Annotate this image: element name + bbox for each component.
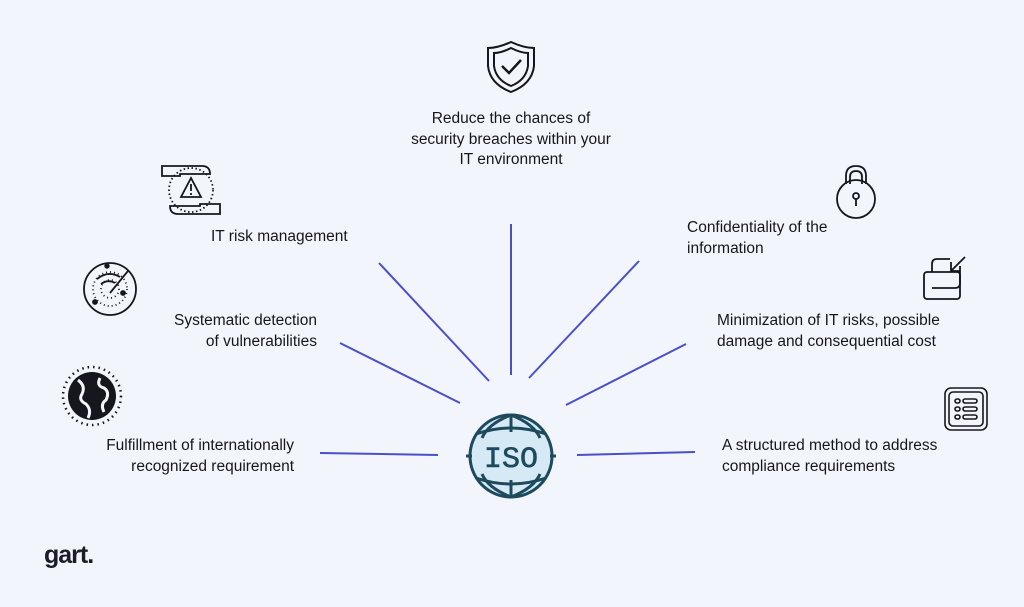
benefit-text: A structured method to address xyxy=(722,437,938,454)
connector-line xyxy=(576,451,696,456)
benefit-international-requirements: Fulfillment of internationally recognize… xyxy=(106,436,294,477)
benefit-text: IT environment xyxy=(459,151,563,168)
shield-check-icon xyxy=(487,40,535,94)
padlock-icon xyxy=(836,165,876,219)
list-panel-icon xyxy=(944,387,988,431)
benefit-text: recognized requirement xyxy=(131,457,294,475)
benefit-text: compliance requirements xyxy=(722,457,896,475)
benefit-vulnerability-detection: Systematic detection of vulnerabilities xyxy=(174,311,317,352)
radar-icon xyxy=(83,262,137,316)
globe-icon xyxy=(61,365,123,427)
benefit-structured-compliance: A structured method to address complianc… xyxy=(722,436,937,477)
benefit-text: Reduce the chances of xyxy=(431,110,591,127)
benefit-text: security breaches within your xyxy=(411,130,611,148)
benefit-text: damage and consequential cost xyxy=(717,332,936,350)
benefit-text: Fulfillment of internationally xyxy=(106,437,294,454)
benefit-confidentiality: Confidentiality of the information xyxy=(687,218,827,259)
benefit-text: Systematic detection xyxy=(173,312,317,329)
connector-line xyxy=(319,452,439,456)
connector-line xyxy=(528,260,640,379)
gart-logo: gart. xyxy=(44,541,94,569)
benefit-text: information xyxy=(687,239,764,257)
windows-arrow-icon xyxy=(923,256,966,300)
hands-warning-icon xyxy=(161,165,221,215)
benefit-text: IT risk management xyxy=(211,228,348,245)
benefit-text: Minimization of IT risks, possible xyxy=(717,312,940,329)
connector-line xyxy=(378,262,490,382)
benefit-text: of vulnerabilities xyxy=(205,332,317,350)
benefit-risk-minimization: Minimization of IT risks, possible damag… xyxy=(717,311,940,352)
connector-line xyxy=(565,343,687,406)
benefit-it-risk-management: IT risk management xyxy=(211,227,348,248)
benefit-text: Confidentiality of the xyxy=(687,219,828,236)
connector-line xyxy=(339,342,461,404)
iso-globe-icon xyxy=(466,413,556,499)
benefit-security-breaches: Reduce the chances of security breaches … xyxy=(361,109,661,171)
iso-label: ISO xyxy=(484,443,538,477)
